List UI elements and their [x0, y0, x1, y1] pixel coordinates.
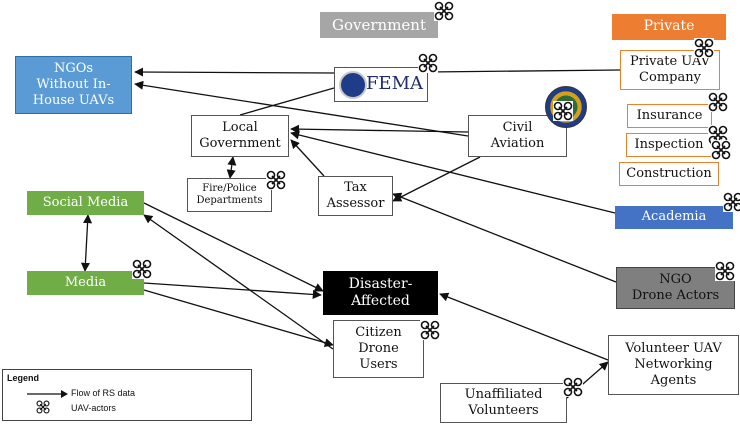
node-academia: Academia [615, 206, 733, 229]
fema-label: FEMA [365, 73, 423, 95]
edge-fire-police-to-local-government [226, 156, 237, 179]
node-disaster-affected: Disaster- Affected [323, 271, 438, 315]
node-social-media: Social Media [27, 191, 144, 215]
drone-icon-fema [418, 53, 438, 73]
legend-title: Legend [7, 373, 40, 383]
edge-ngo-drone-actors-to-tax-assessor [392, 192, 617, 283]
drone-icon-unaffiliated-volunteers [563, 377, 583, 397]
drone-icon-civil-aviation [553, 101, 573, 121]
drone-icon-ngo-drone-actors [715, 261, 735, 281]
node-local-government: Local Government [191, 115, 289, 157]
node-fema: FEMA [334, 67, 428, 102]
legend-flow-label: Flow of RS data [71, 388, 136, 398]
edge-social-media-to-disaster-affected [143, 202, 324, 292]
edge-tax-assessor-to-local-government [290, 139, 325, 177]
node-ngo-drone-actors: NGO Drone Actors [616, 267, 735, 309]
edge-social-media-to-media [80, 214, 93, 272]
drone-icon-construction [711, 140, 731, 160]
node-inspection: Inspection [626, 133, 712, 157]
edge-volunteer-uav-to-disaster-affected [439, 292, 609, 361]
edge-local-government-to-fema [239, 87, 335, 116]
node-volunteer-uav-networking-agents: Volunteer UAV Networking Agents [608, 335, 739, 395]
edge-civil-aviation-to-local-government [290, 124, 469, 134]
edge-civil-aviation-to-tax-assessor [392, 156, 481, 202]
edge-media-to-citizen-drone-users [143, 289, 334, 348]
legend: Legend Flow of RS data UAV-actors [2, 369, 252, 421]
edge-citizen-drone-users-to-social-media [143, 214, 334, 350]
node-government: Government [320, 12, 438, 38]
edge-fema-to-ngos-no-uav [134, 67, 335, 77]
node-insurance: Insurance [627, 104, 712, 128]
legend-drone-icon [36, 400, 50, 414]
drone-icon-media [132, 259, 152, 279]
legend-uav-label: UAV-actors [71, 403, 116, 413]
drone-icon-private-uav-company [694, 38, 714, 58]
node-construction: Construction [619, 162, 719, 186]
edge-private-uav-company-to-fema [427, 69, 621, 73]
edge-academia-to-local-government [290, 130, 616, 214]
node-unaffiliated-volunteers: Unaffiliated Volunteers [440, 383, 567, 423]
drone-icon-citizen-drone-users [420, 320, 440, 340]
edge-media-to-disaster-affected [143, 282, 322, 299]
drone-icon-academia [723, 192, 740, 212]
node-tax-assessor: Tax Assessor [318, 176, 393, 216]
node-private-uav-company: Private UAV Company [620, 50, 720, 90]
node-media: Media [27, 271, 144, 295]
node-fire-police-departments: Fire/Police Departments [187, 178, 272, 212]
fema-seal-icon [339, 71, 367, 99]
edge-civil-aviation-to-ngos-no-uav [134, 80, 469, 137]
node-citizen-drone-users: Citizen Drone Users [333, 320, 424, 378]
drone-icon-insurance [708, 92, 728, 112]
drone-icon-government [434, 1, 454, 21]
node-private: Private [612, 14, 726, 40]
node-ngos-without-in-house-uavs: NGOs Without In- House UAVs [15, 56, 132, 114]
legend-arrow-icon [27, 390, 68, 398]
drone-icon-fire-police [266, 170, 286, 190]
